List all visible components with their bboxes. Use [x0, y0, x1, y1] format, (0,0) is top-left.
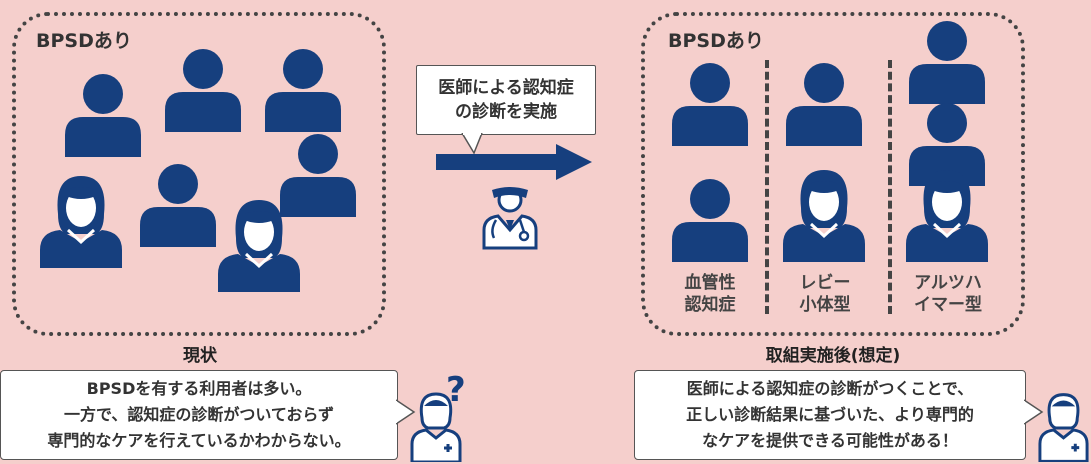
person-icon: [907, 102, 987, 186]
alzheimer-label: アルツハ イマー型: [914, 273, 982, 315]
female-person-icon: [781, 166, 867, 262]
current-state-panel: [12, 12, 386, 336]
group-divider: [888, 60, 892, 314]
person-icon: [784, 62, 864, 146]
callout-tail: [396, 399, 416, 425]
person-icon: [907, 20, 987, 104]
person-icon: [670, 178, 750, 262]
person-icon: [63, 73, 143, 157]
right-panel-label: BPSDあり: [668, 30, 764, 52]
callout-tail: [1024, 399, 1044, 425]
question-mark: ?: [446, 370, 466, 410]
post-implementation-panel: [641, 12, 1025, 336]
person-icon: [278, 133, 358, 217]
lewy-body-label: レビー 小体型: [799, 273, 851, 315]
right-panel-caption: 取組実施後(想定): [765, 346, 901, 366]
female-person-icon: [904, 166, 990, 262]
bubble-tail: [461, 133, 483, 155]
bubble-line-1: 医師による認知症: [438, 78, 574, 98]
group-divider: [765, 60, 769, 314]
person-icon: [263, 48, 343, 132]
nurse-icon: [1038, 393, 1089, 462]
current-issue-callout: BPSDを有する利用者は多い。 一方で、認知症の診断がついておらず 専門的なケア…: [0, 370, 398, 460]
person-icon: [138, 163, 218, 247]
left-panel-label: BPSDあり: [36, 30, 132, 52]
female-person-icon: [216, 196, 302, 292]
doctor-icon: [482, 187, 538, 250]
vascular-dementia-label: 血管性 認知症: [684, 273, 736, 315]
nurse-icon: [410, 392, 462, 462]
person-icon: [670, 62, 750, 146]
right-arrow-icon: [436, 144, 592, 180]
bubble-line-2: の診断を実施: [455, 102, 557, 122]
expected-outcome-callout: 医師による認知症の診断がつくことで、 正しい診断結果に基づいた、より専門的 なケ…: [634, 370, 1026, 460]
left-panel-caption: 現状: [183, 346, 217, 366]
diagnosis-speech-bubble: 医師による認知症 の診断を実施: [416, 65, 596, 135]
person-icon: [163, 48, 243, 132]
female-person-icon: [38, 172, 124, 268]
